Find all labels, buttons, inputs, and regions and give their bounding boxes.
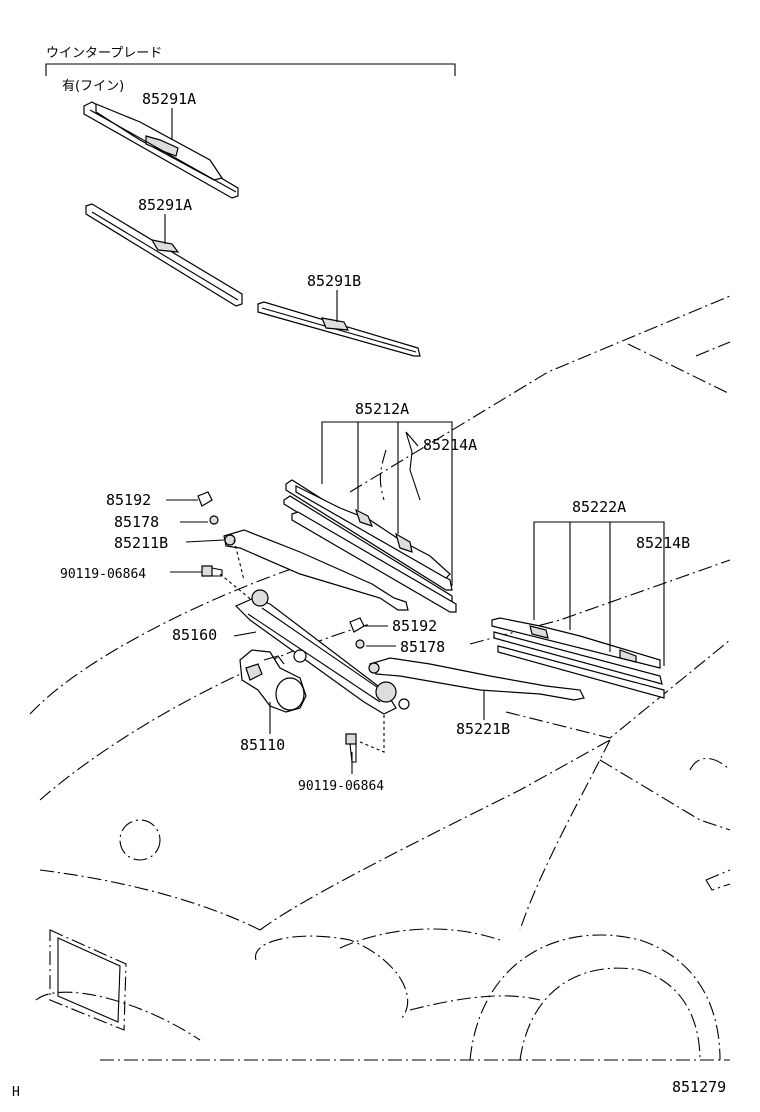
wiper-arm-right[interactable] — [223, 529, 409, 611]
leader-85160 — [233, 631, 257, 637]
winter-blade-bracket — [45, 63, 456, 76]
wiper-arm-nut-upper[interactable] — [209, 515, 219, 525]
vehicle-body-outline — [29, 295, 731, 1061]
leader-85212a-frame — [321, 421, 453, 586]
leader-85211b — [185, 539, 225, 543]
label-85110: 85110 — [240, 736, 285, 754]
bolt-upper[interactable] — [201, 565, 223, 577]
label-85214b: 85214B — [636, 534, 690, 552]
winter-blade-2[interactable] — [85, 203, 243, 307]
wiper-arm-cap-upper[interactable] — [197, 491, 213, 507]
wiper-motor[interactable] — [239, 649, 307, 713]
wiper-blade-front-right[interactable] — [283, 479, 457, 613]
label-85214a: 85214A — [423, 436, 477, 454]
assembly-line-lower — [359, 714, 385, 753]
label-85222a: 85222A — [572, 498, 626, 516]
label-85178-upper: 85178 — [114, 513, 159, 531]
wiper-arm-left[interactable] — [368, 657, 585, 701]
assembly-line-upper — [219, 573, 255, 603]
diagram-id: 851279 — [672, 1078, 726, 1096]
assembly-line-arm — [233, 539, 245, 581]
winter-blade-heading: ウインタープレード — [46, 46, 162, 61]
label-85291a-1: 85291A — [142, 90, 196, 108]
winter-blade-subheading: 有(フイン) — [62, 79, 124, 94]
winter-blade-3[interactable] — [257, 301, 421, 357]
wiper-blade-front-left[interactable] — [491, 617, 665, 699]
label-85160: 85160 — [172, 626, 217, 644]
wiper-arm-cap-lower[interactable] — [349, 617, 365, 633]
label-90119-06864-lower: 90119-06864 — [298, 779, 384, 794]
corner-mark: H — [12, 1085, 20, 1100]
label-85221b: 85221B — [456, 720, 510, 738]
leader-85214a — [405, 431, 421, 501]
label-85192-lower: 85192 — [392, 617, 437, 635]
label-85192-upper: 85192 — [106, 491, 151, 509]
winter-blade-1[interactable] — [83, 101, 239, 199]
label-85291a-2: 85291A — [138, 196, 192, 214]
label-90119-06864-upper: 90119-06864 — [60, 567, 146, 582]
label-85211b: 85211B — [114, 534, 168, 552]
label-85212a: 85212A — [355, 400, 409, 418]
wiper-link-assembly[interactable] — [234, 589, 410, 715]
bolt-lower[interactable] — [345, 733, 357, 763]
wiper-arm-nut-lower[interactable] — [355, 639, 365, 649]
leader-85222a-frame — [533, 521, 665, 666]
label-85178-lower: 85178 — [400, 638, 445, 656]
label-85291b: 85291B — [307, 272, 361, 290]
